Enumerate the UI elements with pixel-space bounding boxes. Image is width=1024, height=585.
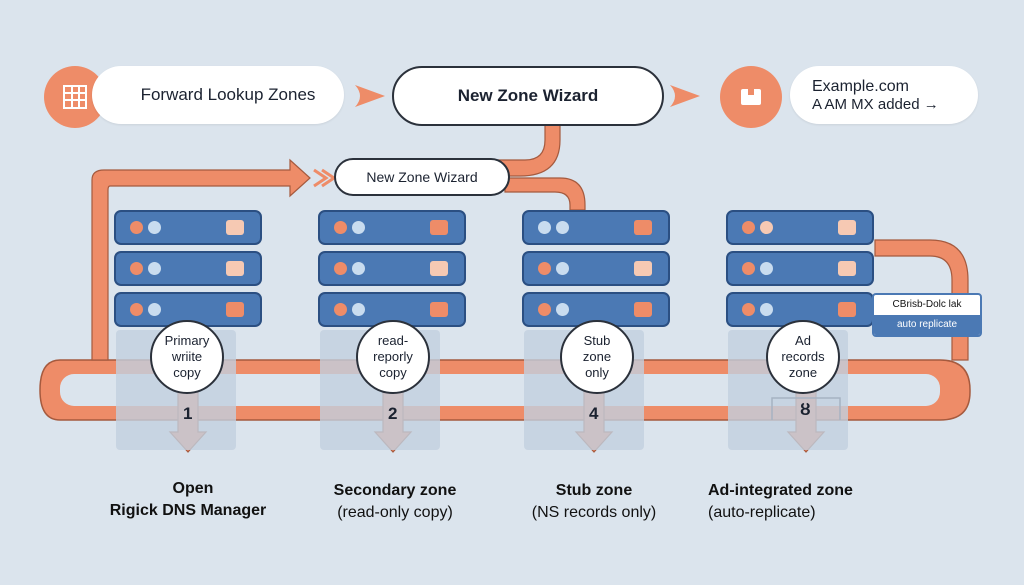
new-zone-wizard-step-label: New Zone Wizard: [366, 169, 478, 185]
step-label-title: Ad-integrated zone: [708, 482, 853, 499]
stub-server-stack: [522, 210, 670, 333]
step-label-ad: Ad-integrated zone (auto-replicate): [708, 480, 908, 524]
step-label-title2: Rigick DNS Manager: [109, 502, 267, 519]
primary-server-stack: [114, 210, 262, 333]
records-added: A AM MX added →: [812, 95, 939, 113]
server-unit: [318, 210, 466, 245]
new-zone-wizard-label: New Zone Wizard: [457, 86, 599, 105]
step-label-subtitle: (NS records only): [531, 504, 657, 521]
stub-bubble: Stub zone only: [560, 320, 634, 394]
example-domain: Example.com: [812, 77, 909, 95]
replication-tag-title: CBrisb-Dolc lak: [892, 299, 962, 310]
primary-bubble: Primary wriite copy: [150, 320, 224, 394]
step-label-title: Secondary zone: [333, 482, 457, 499]
step-number: 1: [183, 404, 193, 423]
step-number: 2: [388, 404, 398, 423]
primary-bubble-text: Primary wriite copy: [164, 333, 210, 380]
replication-tag: CBrisb-Dolc lak auto replicate: [872, 293, 982, 337]
server-unit: [726, 251, 874, 286]
server-unit: [522, 210, 670, 245]
server-unit: [114, 210, 262, 245]
server-unit: [114, 251, 262, 286]
secondary-bubble-text: read- reporly copy: [373, 333, 413, 380]
record-icon: [720, 66, 782, 128]
replication-tag-subtitle: auto replicate: [874, 315, 980, 335]
example-zone-pill[interactable]: Example.com A AM MX added →: [790, 66, 978, 124]
server-unit: [726, 292, 874, 327]
stub-bubble-text: Stub zone only: [582, 333, 612, 380]
forward-lookup-zones-pill[interactable]: Forward Lookup Zones: [92, 66, 344, 124]
step-label-primary: Open Rigick DNS Manager: [80, 478, 296, 522]
server-unit: [318, 251, 466, 286]
ad-bubble-text: Ad records zone: [781, 333, 825, 380]
server-unit: [522, 251, 670, 286]
server-unit: [726, 210, 874, 245]
step-label-subtitle: (read-only copy): [337, 504, 453, 521]
new-zone-wizard-main[interactable]: New Zone Wizard: [392, 66, 664, 126]
step-label-secondary: Secondary zone (read-only copy): [300, 480, 490, 524]
ad-server-stack: [726, 210, 874, 333]
forward-lookup-zones-label: Forward Lookup Zones: [140, 85, 316, 104]
step-label-stub: Stub zone (NS records only): [504, 480, 684, 524]
step-label-subtitle: (auto-replicate): [708, 504, 816, 521]
new-zone-wizard-step[interactable]: New Zone Wizard: [334, 158, 510, 196]
secondary-bubble: read- reporly copy: [356, 320, 430, 394]
step-number: 4: [589, 404, 599, 423]
step-label-title: Stub zone: [555, 482, 633, 499]
secondary-server-stack: [318, 210, 466, 333]
ad-bubble: Ad records zone: [766, 320, 840, 394]
step-label-title: Open: [172, 480, 214, 497]
step-number: ȣ: [800, 400, 811, 419]
